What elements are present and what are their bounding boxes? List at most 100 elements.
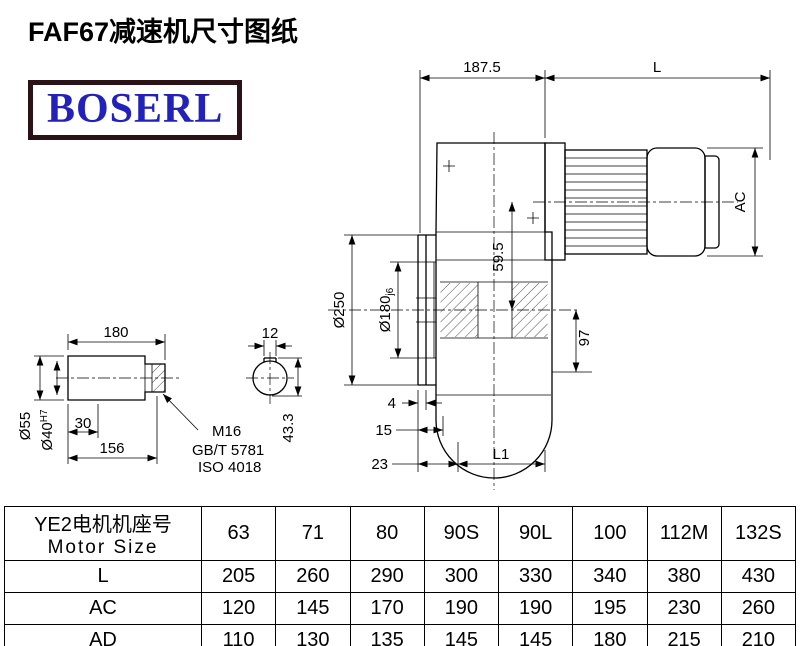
shaft-detail <box>67 355 166 401</box>
dim-L1: L1 <box>458 446 546 472</box>
table-cell: 135 <box>349 624 425 646</box>
dim-L-label: L <box>653 59 661 76</box>
dim-d40-tolerance: H7 <box>39 409 50 422</box>
dim-flange-od-label: Ø250 <box>331 292 348 329</box>
page-title: FAF67减速机尺寸图纸 <box>28 17 299 47</box>
column-header-100: 100 <box>572 506 648 561</box>
table-cell: 145 <box>497 624 574 646</box>
table-cell: 120 <box>200 592 277 625</box>
motor-size-header-en: Motor Size <box>47 537 159 558</box>
dim-4: 4 <box>388 390 442 472</box>
column-header-71: 71 <box>275 506 351 561</box>
dim-97: 97 <box>552 310 593 373</box>
dim-d55-label: Ø55 <box>17 412 34 440</box>
dim-59-5-label: 59.5 <box>490 242 507 271</box>
table-cell: 430 <box>720 560 797 593</box>
gearbox-housing <box>416 142 553 479</box>
table-cell: 260 <box>720 592 797 625</box>
table-cell: 145 <box>275 592 351 625</box>
column-header-90l: 90L <box>497 506 574 561</box>
column-header-80: 80 <box>349 506 425 561</box>
dim-flange-od: Ø250 <box>331 234 418 386</box>
table-row-AC: AC 120 145 170 190 190 195 230 260 <box>4 592 797 625</box>
row-label-AD: AD <box>4 624 202 646</box>
dim-4-label: 4 <box>388 395 396 412</box>
dim-spigot-label: Ø180j6 <box>377 287 396 332</box>
keyway-section <box>252 357 288 396</box>
dim-key-width: 12 <box>248 325 292 356</box>
table-cell: 205 <box>200 560 277 593</box>
motor-size-header: YE2电机机座号 Motor Size <box>4 506 202 561</box>
table-header-row: YE2电机机座号 Motor Size 63 71 80 90S 90L 100… <box>4 506 797 561</box>
standard-gb-label: GB/T 5781 <box>192 442 264 459</box>
table-cell: 130 <box>275 624 351 646</box>
motor-fins <box>565 157 647 247</box>
dim-d55: Ø55 <box>17 355 64 440</box>
dim-d40: Ø40H7 <box>39 361 61 451</box>
dim-spigot: Ø180j6 <box>377 261 426 359</box>
table-cell: 340 <box>572 560 648 593</box>
dim-spigot-value: Ø180 <box>377 296 394 333</box>
dim-180: 180 <box>67 324 166 360</box>
technical-drawing: 187.5 L AC Ø250 Ø180j6 <box>17 59 771 490</box>
dim-AC: AC <box>707 147 763 257</box>
table-cell: 330 <box>497 560 574 593</box>
column-header-63: 63 <box>200 506 277 561</box>
boserl-logo: BOSERL <box>28 80 243 141</box>
logo-text: BOSERL <box>47 86 224 132</box>
table-cell: 180 <box>572 624 648 646</box>
section-hatch-right <box>512 283 548 337</box>
dim-key-height-label: 43.3 <box>280 413 297 442</box>
dim-d40-label: Ø40H7 <box>39 409 56 451</box>
dim-L1-label: L1 <box>493 446 510 463</box>
center-lines <box>56 132 738 490</box>
dim-180-label: 180 <box>103 324 128 341</box>
table-cell: 300 <box>423 560 500 593</box>
bolt-hole-cross-top <box>443 160 455 172</box>
table-row-AD: AD 110 130 135 145 145 180 215 210 <box>4 624 797 646</box>
row-label-AC: AC <box>4 592 202 625</box>
table-cell: 145 <box>423 624 500 646</box>
table-row-L: L 205 260 290 300 330 340 380 430 <box>4 560 797 593</box>
table-cell: 190 <box>423 592 500 625</box>
motor-size-header-cn: YE2电机机座号 <box>34 514 172 536</box>
motor-dimension-table: YE2电机机座号 Motor Size 63 71 80 90S 90L 100… <box>4 506 797 646</box>
dim-key-width-label: 12 <box>262 325 279 342</box>
dim-L: L <box>545 59 771 160</box>
column-header-90s: 90S <box>423 506 500 561</box>
dim-15-label: 15 <box>375 422 392 439</box>
dim-spigot-tolerance: j6 <box>385 287 396 296</box>
table-cell: 210 <box>720 624 797 646</box>
dim-15: 15 <box>375 416 444 439</box>
standard-iso-label: ISO 4018 <box>198 459 261 476</box>
dim-59-5: 59.5 <box>490 202 516 310</box>
table-cell: 290 <box>349 560 425 593</box>
table-cell: 260 <box>275 560 351 593</box>
fan-cover <box>704 155 720 249</box>
dim-187-5-label: 187.5 <box>463 59 501 76</box>
dim-156-label: 156 <box>99 440 124 457</box>
table-cell: 230 <box>646 592 722 625</box>
dim-AC-label: AC <box>732 191 749 212</box>
table-cell: 215 <box>646 624 722 646</box>
bolt-callout: M16 GB/T 5781 ISO 4018 <box>162 393 264 476</box>
table-cell: 110 <box>200 624 277 646</box>
retainer-hatch <box>152 364 165 392</box>
table-cell: 195 <box>572 592 648 625</box>
dim-key-height: 43.3 <box>272 357 302 443</box>
bolt-label: M16 <box>212 423 241 440</box>
dim-d40-value: Ø40 <box>39 422 56 450</box>
dim-30: 30 <box>67 404 99 464</box>
dim-30-label: 30 <box>75 415 92 432</box>
dim-97-label: 97 <box>576 330 593 347</box>
motor <box>544 142 720 261</box>
output-flange <box>417 234 436 386</box>
dim-23-label: 23 <box>371 456 388 473</box>
table-cell: 380 <box>646 560 722 593</box>
column-header-132s: 132S <box>720 506 797 561</box>
dim-187-5: 187.5 <box>419 59 546 233</box>
row-label-L: L <box>4 560 202 593</box>
bolt-hole-cross-right <box>527 212 539 224</box>
table-cell: 170 <box>349 592 425 625</box>
